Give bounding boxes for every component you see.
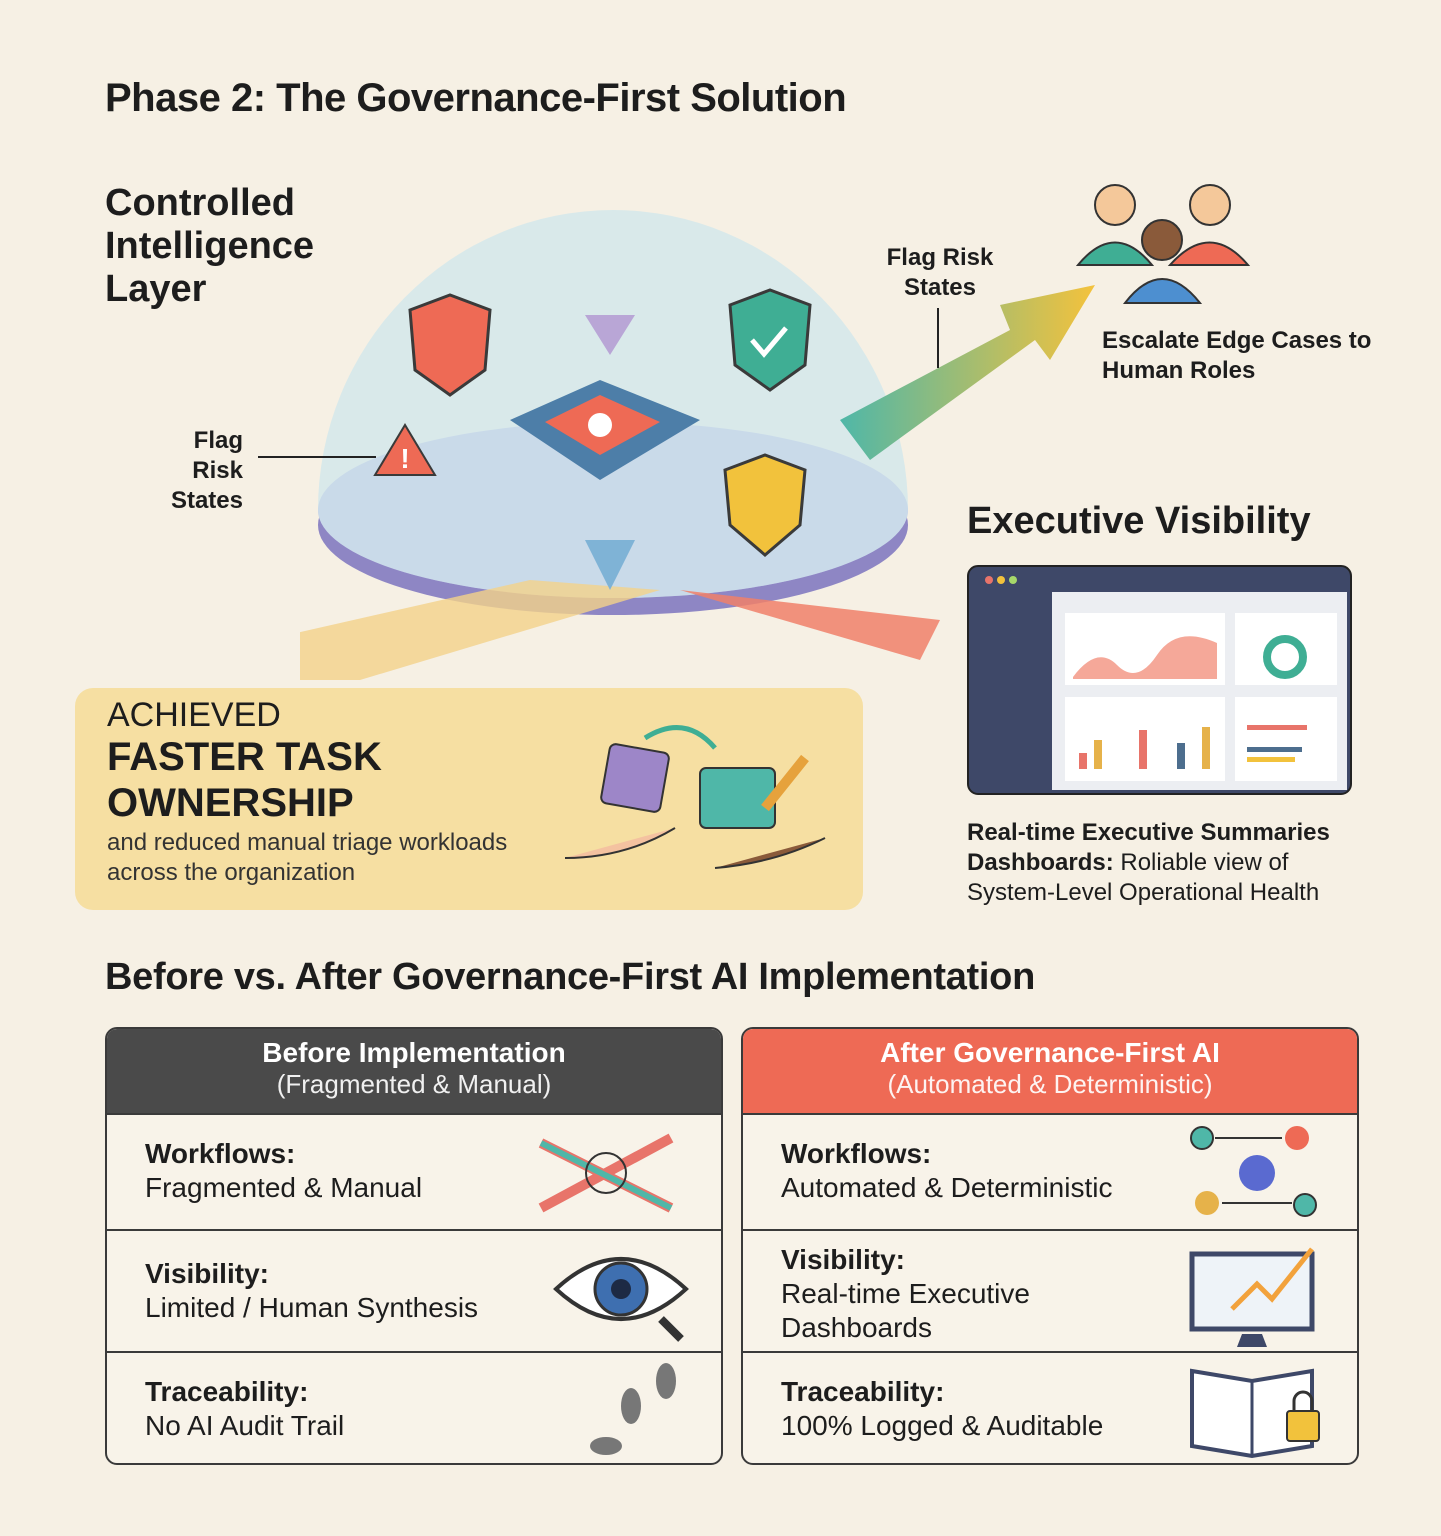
arrow-to-dashboard	[680, 590, 940, 660]
cone-icon	[585, 315, 635, 355]
locked-book-icon	[1190, 1368, 1320, 1459]
executive-visibility-description: Real-time Executive Summaries Dashboards…	[967, 818, 1367, 908]
row-value: 100% Logged & Auditable	[781, 1410, 1104, 1441]
flag-risk-label-right: Flag Risk States	[886, 244, 994, 301]
row-label: Traceability:	[781, 1376, 945, 1407]
before-title: Before Implementation	[262, 1037, 566, 1068]
after-header: After Governance-First AI (Automated & D…	[743, 1029, 1357, 1113]
after-subtitle: (Automated & Deterministic)	[887, 1069, 1213, 1099]
before-panel: Before Implementation (Fragmented & Manu…	[105, 1027, 723, 1465]
layer-title: Controlled Intelligence Layer	[105, 182, 315, 310]
comparison-title: Before vs. After Governance-First AI Imp…	[105, 956, 1035, 998]
row-value: No AI Audit Trail	[145, 1410, 345, 1441]
after-row-visibility: Visibility:Real-time Executive Dashboard…	[743, 1229, 1357, 1351]
before-row-visibility: Visibility:Limited / Human Synthesis	[107, 1229, 721, 1351]
achieved-callout: ACHIEVED FASTER TASK OWNERSHIP and reduc…	[75, 688, 863, 910]
people-group-icon	[1075, 184, 1251, 304]
before-header: Before Implementation (Fragmented & Manu…	[107, 1029, 721, 1113]
row-value: Real-time Executive Dashboards	[781, 1278, 1030, 1343]
description-bold: Real-time Executive Summaries Dashboards…	[967, 819, 1330, 876]
footprints-icon	[590, 1363, 676, 1455]
row-label: Traceability:	[145, 1376, 309, 1407]
flag-risk-label-left: Flag Risk States	[170, 427, 243, 514]
shield-red-icon	[408, 293, 492, 397]
page-title: Phase 2: The Governance-First Solution	[105, 76, 847, 120]
executive-visibility-title: Executive Visibility	[967, 500, 1311, 542]
before-subtitle: (Fragmented & Manual)	[276, 1069, 552, 1099]
eye-magnifier-icon	[553, 1257, 689, 1342]
shield-yellow-icon	[723, 453, 807, 557]
before-row-workflows: Workflows:Fragmented & Manual	[107, 1113, 721, 1229]
task-handoff-icon	[564, 725, 826, 869]
before-row-traceability: Traceability:No AI Audit Trail	[107, 1351, 721, 1463]
dashboard-illustration	[967, 565, 1352, 795]
description-text: Roliable view of System-Level Operationa…	[967, 849, 1320, 906]
row-label: Workflows:	[145, 1138, 296, 1169]
after-title: After Governance-First AI	[880, 1037, 1220, 1068]
row-value: Automated & Deterministic	[781, 1172, 1113, 1203]
shield-check-icon	[728, 288, 812, 392]
achieved-kicker: ACHIEVED	[107, 696, 281, 734]
achieved-description: and reduced manual triage workloads acro…	[107, 829, 508, 886]
escalate-arrow	[840, 285, 1095, 460]
row-label: Visibility:	[145, 1258, 269, 1289]
after-row-workflows: Workflows:Automated & Deterministic	[743, 1113, 1357, 1229]
svg-text:!: !	[400, 443, 409, 474]
warning-icon	[373, 423, 437, 476]
escalate-label: Escalate Edge Cases to Human Roles	[1102, 327, 1372, 384]
row-value: Limited / Human Synthesis	[145, 1292, 479, 1323]
tangled-hands-icon	[538, 1133, 674, 1213]
gears-flow-icon	[1190, 1126, 1317, 1217]
after-panel: After Governance-First AI (Automated & D…	[741, 1027, 1359, 1465]
after-row-traceability: Traceability:100% Logged & Auditable	[743, 1351, 1357, 1463]
row-label: Visibility:	[781, 1244, 905, 1275]
row-value: Fragmented & Manual	[145, 1172, 423, 1203]
monitor-chart-icon	[1189, 1247, 1315, 1347]
cone-icon	[585, 540, 635, 590]
intelligence-dome-illustration: !	[300, 210, 940, 680]
row-label: Workflows:	[781, 1138, 932, 1169]
achieved-headline: FASTER TASK OWNERSHIP	[107, 735, 382, 825]
